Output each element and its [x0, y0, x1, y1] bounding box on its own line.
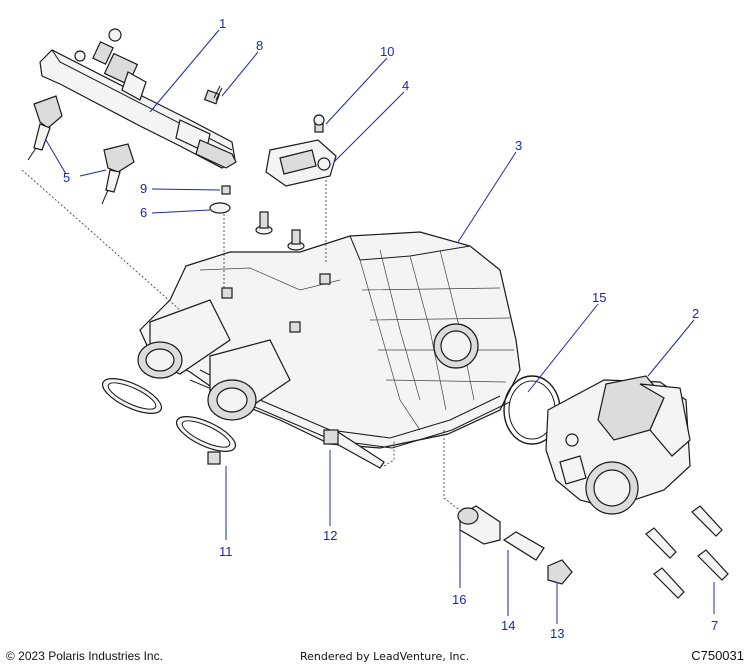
callout-14: 14 — [501, 618, 515, 633]
leader-lines — [45, 29, 715, 624]
callout-6: 6 — [140, 205, 147, 220]
throttle-body — [545, 375, 691, 515]
fuel-rail — [39, 28, 237, 169]
small-parts-bottom — [457, 505, 573, 585]
callout-7: 7 — [711, 618, 718, 633]
rendered-by-text: Rendered by LeadVenture, Inc. — [300, 650, 470, 663]
callout-11: 11 — [219, 544, 233, 559]
intake-manifold — [137, 231, 521, 449]
hose-clamps — [101, 378, 237, 465]
drawing-number: C750031 — [691, 648, 744, 663]
callout-15: 15 — [592, 290, 606, 305]
callout-1: 1 — [219, 16, 226, 31]
callout-5: 5 — [63, 170, 70, 185]
callout-3: 3 — [515, 138, 522, 153]
callout-2: 2 — [692, 306, 699, 321]
copyright-text: © 2023 Polaris Industries Inc. — [6, 649, 163, 663]
fuel-injectors — [27, 95, 135, 205]
small-fasteners — [209, 185, 305, 251]
callout-8: 8 — [256, 38, 263, 53]
callout-13: 13 — [550, 626, 564, 641]
map-sensor — [265, 114, 337, 187]
callout-10: 10 — [380, 44, 394, 59]
bolts-7 — [645, 505, 729, 599]
assembly-line-16 — [443, 430, 463, 513]
callout-16: 16 — [452, 592, 466, 607]
assembly-line-injector — [21, 169, 181, 311]
callout-9: 9 — [140, 181, 147, 196]
bolt-8 — [203, 85, 223, 105]
callout-4: 4 — [402, 78, 409, 93]
assembly-line-bolt12 — [383, 440, 395, 467]
bolt-12 — [323, 429, 385, 469]
callout-12: 12 — [323, 528, 337, 543]
